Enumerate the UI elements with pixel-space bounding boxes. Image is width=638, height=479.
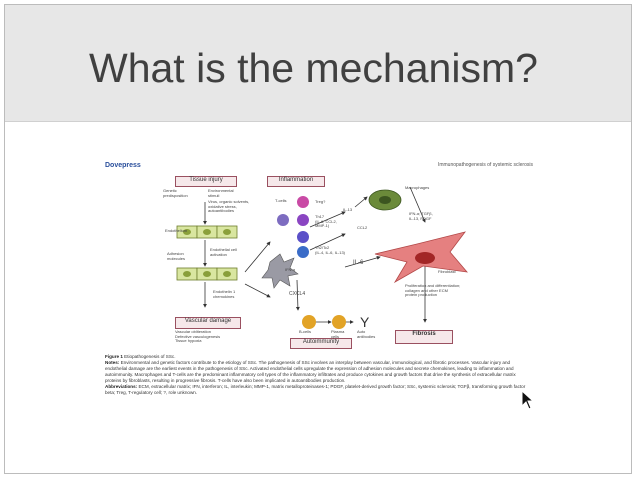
tcells-label: T-cells bbox=[275, 198, 287, 203]
genetic-label: Genetic predisposition bbox=[163, 188, 188, 198]
th2-label: Th2/Tc2 (IL-4, IL-6, IL-13) bbox=[315, 245, 346, 255]
endothelin-label: Endothelin 1 chemokines bbox=[213, 289, 236, 299]
environmental-label: Environmental stimuli bbox=[208, 188, 234, 198]
caption-heading-text: Etiopathogenesis of SSc. bbox=[124, 354, 176, 359]
environmental-detail: Virus, organic solvents, oxidative stres… bbox=[208, 199, 250, 214]
autoab-label: Auto antibodies bbox=[357, 329, 376, 339]
figure-caption: Figure 1 Etiopathogenesis of SSc. Notes:… bbox=[105, 354, 533, 396]
dendritic-cell bbox=[261, 253, 299, 289]
th17-label: Th17 (IL-6, CCL2, MMP-1) bbox=[315, 214, 337, 229]
cxcl4-label: CXCL4 bbox=[289, 291, 306, 297]
adhesion-label: Adhesion molecules bbox=[167, 251, 186, 261]
proliferation-label: Proliferation and differentiation; colla… bbox=[405, 283, 461, 298]
vascular-detail: Vascular obliteration Defective vasculog… bbox=[175, 329, 221, 344]
plasma-label: Plasma cells bbox=[331, 329, 345, 339]
ccl2-label: CCL2 bbox=[357, 225, 368, 230]
b-cell bbox=[302, 315, 316, 329]
vascular-damage-box: Vascular damage bbox=[175, 317, 241, 329]
inflammation-box: Inflammation bbox=[267, 176, 325, 187]
slide-title: What is the mechanism? bbox=[89, 45, 538, 91]
pathogenesis-figure: Dovepress Immunopathogenesis of systemic… bbox=[105, 162, 533, 432]
ifn-tgf-label: IFN-α; TGFβ, IL-13, PDGF bbox=[409, 211, 433, 221]
tissue-injury-box: Tissue injury bbox=[175, 176, 237, 187]
ifna-label: IFN-α bbox=[285, 267, 296, 272]
il6-label: IL-6 bbox=[353, 260, 364, 266]
endothelium-cells bbox=[176, 225, 238, 281]
il13-label: IL-13 bbox=[343, 207, 353, 212]
diagram: Y bbox=[176, 186, 468, 330]
fibroblast-label: Fibroblast bbox=[438, 269, 456, 274]
publisher-logo: Dovepress bbox=[105, 162, 141, 169]
endothelial-activation-label: Endothelial cell activation bbox=[210, 247, 237, 257]
caption-heading: Figure 1 bbox=[105, 354, 123, 359]
journal-header: Immunopathogenesis of systemic sclerosis bbox=[437, 162, 533, 168]
notes-label: Notes: bbox=[105, 360, 120, 366]
antibody-icon: Y bbox=[360, 314, 370, 330]
title-band: What is the mechanism? bbox=[5, 5, 631, 122]
bcells-label: B-cells bbox=[299, 329, 312, 334]
mouse-cursor-icon bbox=[521, 390, 535, 410]
macrophages-label: Macrophages bbox=[405, 185, 430, 190]
abbreviations-label: Abbreviations: bbox=[105, 384, 138, 390]
notes-text: Environmental and genetic factors contri… bbox=[105, 360, 516, 384]
plasma-cell bbox=[332, 315, 346, 329]
t-cell-group bbox=[277, 196, 309, 258]
endothelium-label: Endothelium bbox=[165, 228, 188, 233]
treg-label: Treg? bbox=[315, 199, 326, 204]
abbreviations-text: ECM, extracellular matrix; IFN, interfer… bbox=[105, 384, 526, 396]
autoimmunity-box: Autoimmunity bbox=[290, 338, 352, 349]
fibrosis-box: Fibrosis bbox=[395, 330, 453, 344]
